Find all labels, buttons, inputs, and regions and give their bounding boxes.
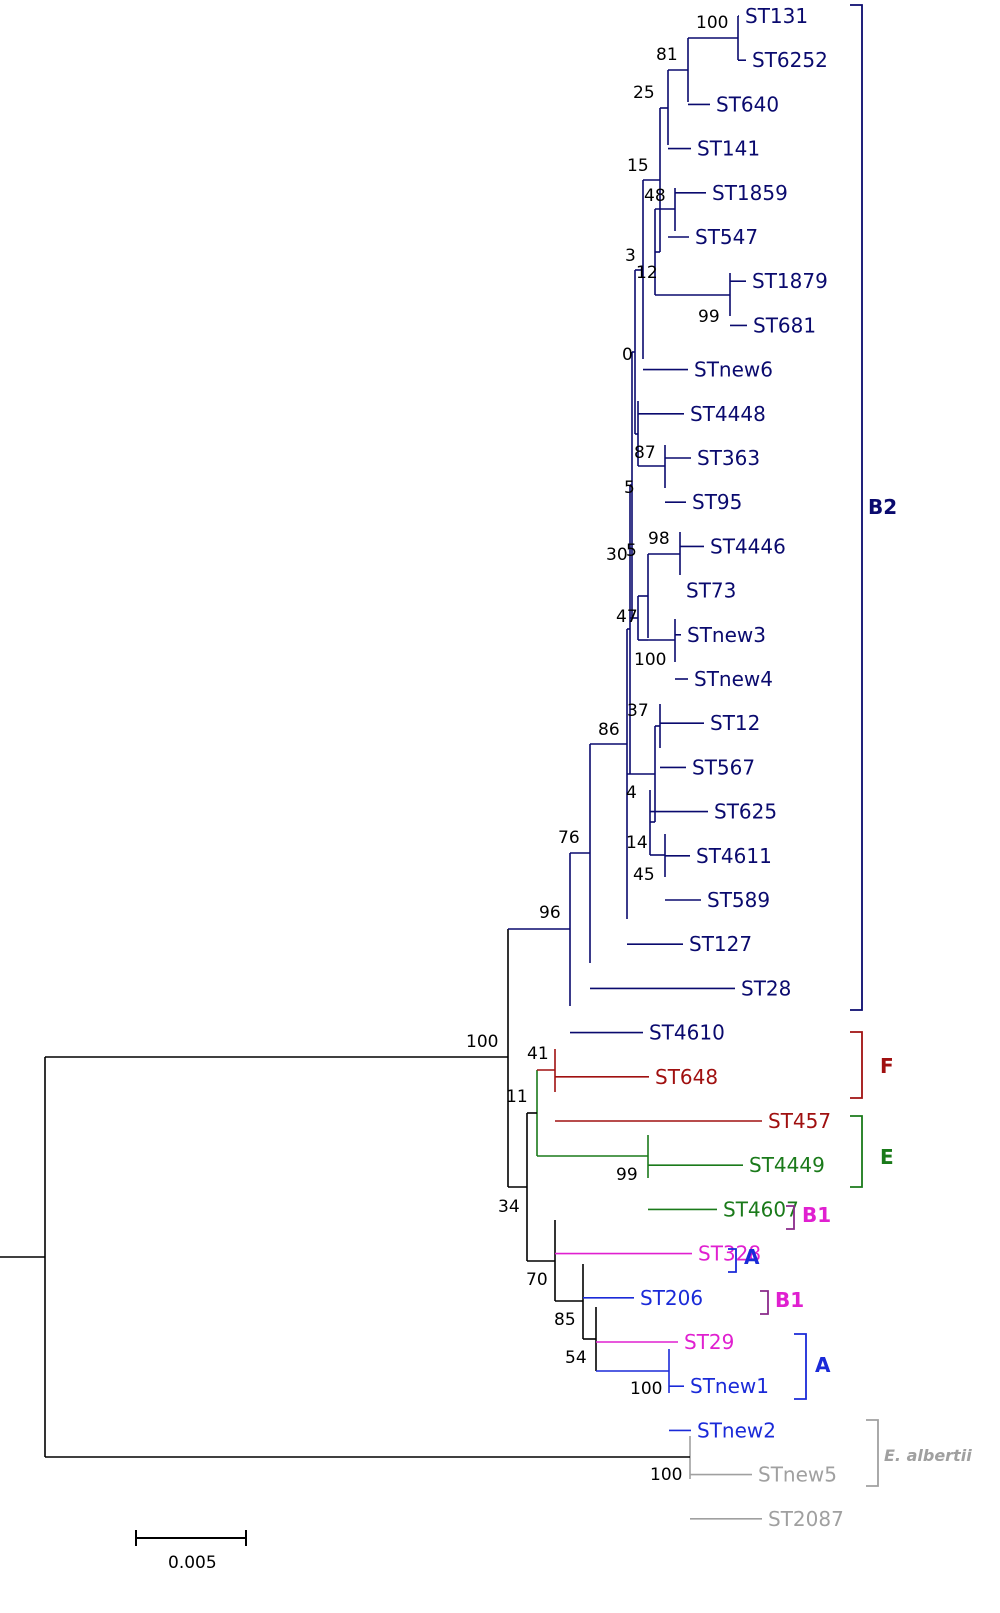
bootstrap-value: 47: [616, 607, 638, 627]
clade-bracket-e: [850, 1115, 863, 1188]
leaf-label-st1859: ST1859: [712, 181, 788, 205]
bootstrap-value: 76: [558, 828, 580, 848]
clade-bracket-b2: [850, 4, 863, 1011]
bootstrap-value: 34: [498, 1197, 520, 1217]
leaf-label-st131: ST131: [745, 4, 808, 28]
bootstrap-value: 99: [616, 1165, 638, 1185]
leaf-label-st1879: ST1879: [752, 269, 828, 293]
leaf-label-st457: ST457: [768, 1109, 831, 1133]
bootstrap-value: 48: [644, 186, 666, 206]
leaf-label-st4446: ST4446: [710, 534, 786, 558]
leaf-label-st4448: ST4448: [690, 402, 766, 426]
scale-bar: 0.005: [135, 1530, 247, 1573]
bootstrap-value: 87: [634, 443, 656, 463]
bootstrap-value: 98: [648, 529, 670, 549]
bootstrap-value: 100: [466, 1032, 498, 1052]
leaf-label-stnew6: STnew6: [694, 358, 773, 382]
leaf-label-st4610: ST4610: [649, 1021, 725, 1045]
bootstrap-value: 96: [539, 903, 561, 923]
bootstrap-value: 14: [626, 833, 648, 853]
bootstrap-value: 100: [650, 1465, 682, 1485]
leaf-label-st12: ST12: [710, 711, 760, 735]
leaf-label-st328: ST328: [698, 1242, 761, 1266]
clade-label-f: F: [880, 1054, 894, 1078]
bootstrap-value: 41: [527, 1044, 549, 1064]
clade-bracket-e-albertii: [866, 1419, 879, 1487]
bootstrap-value: 15: [627, 156, 649, 176]
leaf-label-st127: ST127: [689, 932, 752, 956]
leaf-label-st625: ST625: [714, 800, 777, 824]
leaf-label-st640: ST640: [716, 92, 779, 116]
bootstrap-value: 37: [627, 701, 649, 721]
bootstrap-value: 100: [630, 1379, 662, 1399]
leaf-label-st648: ST648: [655, 1065, 718, 1089]
clade-brackets: [728, 4, 879, 1487]
bootstrap-value: 70: [526, 1270, 548, 1290]
bootstrap-value: 5: [626, 541, 637, 561]
clade-bracket-b1: [786, 1205, 795, 1230]
leaf-label-st2087: ST2087: [768, 1507, 844, 1531]
bootstrap-value: 81: [656, 45, 678, 65]
tree-branches: [0, 15, 762, 1520]
leaf-label-stnew2: STnew2: [697, 1418, 776, 1442]
leaf-label-st547: ST547: [695, 225, 758, 249]
clade-label-e-albertii: E. albertii: [884, 1446, 972, 1465]
clade-label-e: E: [880, 1145, 894, 1169]
clade-label-a: A: [815, 1353, 831, 1377]
leaf-label-st4611: ST4611: [696, 844, 772, 868]
bootstrap-value: 45: [633, 865, 655, 885]
bootstrap-value: 100: [696, 13, 728, 33]
leaf-label-st206: ST206: [640, 1286, 703, 1310]
clade-bracket-a: [728, 1248, 737, 1273]
clade-bracket-b1: [760, 1290, 769, 1315]
bootstrap-value: 99: [698, 307, 720, 327]
bootstrap-value: 12: [636, 263, 658, 283]
bootstrap-value: 86: [598, 720, 620, 740]
leaf-label-st6252: ST6252: [752, 48, 828, 72]
leaf-label-st363: ST363: [697, 446, 760, 470]
leaf-labels: ST131ST6252ST640ST141ST1859ST547ST1879ST…: [640, 4, 844, 1531]
scale-bar-label: 0.005: [168, 1553, 217, 1573]
leaf-label-stnew3: STnew3: [687, 623, 766, 647]
bootstrap-value: 25: [633, 83, 655, 103]
leaf-label-st141: ST141: [697, 137, 760, 161]
bootstrap-value: 5: [624, 478, 635, 498]
clade-bracket-a: [794, 1333, 807, 1400]
leaf-label-st4449: ST4449: [749, 1153, 825, 1177]
bootstrap-labels: 1008125154831299087598305471003786414457…: [466, 13, 728, 1485]
bootstrap-value: 4: [626, 783, 637, 803]
bootstrap-value: 3: [625, 246, 636, 266]
leaf-label-st681: ST681: [753, 313, 816, 337]
leaf-label-st95: ST95: [692, 490, 742, 514]
bootstrap-value: 11: [506, 1087, 528, 1107]
clade-bracket-f: [850, 1031, 863, 1099]
leaf-label-st29: ST29: [684, 1330, 734, 1354]
bootstrap-value: 30: [606, 545, 628, 565]
leaf-label-stnew5: STnew5: [758, 1463, 837, 1487]
bootstrap-value: 100: [634, 650, 666, 670]
leaf-label-st4607: ST4607: [723, 1197, 799, 1221]
bootstrap-value: 85: [554, 1310, 576, 1330]
leaf-label-st567: ST567: [692, 755, 755, 779]
clade-label-b1: B1: [802, 1203, 831, 1227]
leaf-label-st28: ST28: [741, 976, 791, 1000]
leaf-label-st73: ST73: [686, 579, 736, 603]
clade-label-a: A: [744, 1245, 760, 1269]
leaf-label-stnew4: STnew4: [694, 667, 773, 691]
leaf-label-stnew1: STnew1: [690, 1374, 769, 1398]
leaf-label-st589: ST589: [707, 888, 770, 912]
clade-label-b1: B1: [775, 1288, 804, 1312]
clade-label-b2: B2: [868, 495, 897, 519]
bootstrap-value: 54: [565, 1348, 587, 1368]
bootstrap-value: 0: [622, 345, 633, 365]
